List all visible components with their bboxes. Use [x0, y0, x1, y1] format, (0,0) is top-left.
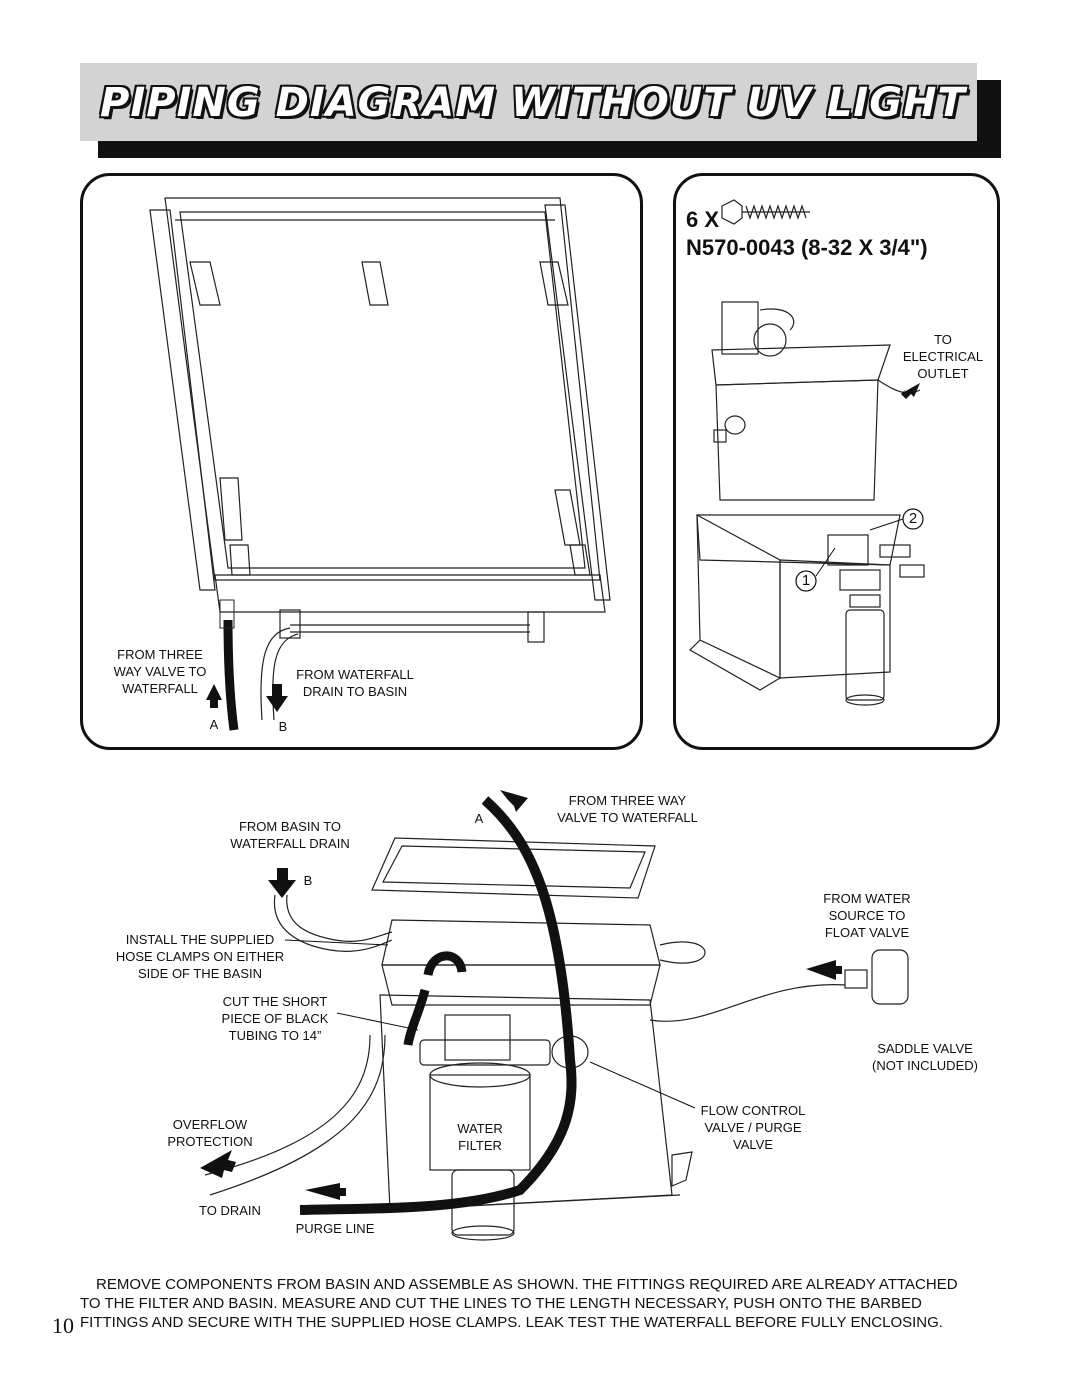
label-to-electrical-outlet: TO ELECTRICAL OUTLET — [902, 332, 984, 381]
label-from-water-source: FROM WATER SOURCE TO FLOAT VALVE — [823, 891, 911, 940]
label-from-basin: FROM BASIN TO WATERFALL DRAIN — [230, 819, 350, 851]
callout-1-circle — [795, 570, 817, 592]
label-main-a: A — [474, 811, 484, 826]
arrow-overflow — [200, 1150, 236, 1178]
label-saddle-valve: SADDLE VALVE (NOT INCLUDED) — [872, 1041, 978, 1073]
instructions-text: REMOVE COMPONENTS FROM BASIN AND ASSEMBL… — [80, 1276, 958, 1331]
basin-panel — [673, 173, 1000, 750]
arrow-up-a — [206, 684, 222, 708]
arrow-water-source — [806, 960, 842, 980]
arrow-tube-a — [500, 790, 528, 812]
label-overflow: OVERFLOW PROTECTION — [167, 1117, 253, 1149]
black-tube-short — [403, 951, 467, 1046]
label-cut-tubing: CUT THE SHORT PIECE OF BLACK TUBING TO 1… — [221, 994, 329, 1043]
callout-1: 1 — [801, 572, 811, 589]
label-water-filter: WATER FILTER — [457, 1121, 503, 1153]
label-from-waterfall: FROM WATERFALL DRAIN TO BASIN — [296, 667, 414, 699]
arrow-purge — [305, 1183, 346, 1200]
black-tube-a — [299, 796, 577, 1215]
hose-b — [260, 627, 291, 721]
label-hose-clamps: INSTALL THE SUPPLIED HOSE CLAMPS ON EITH… — [115, 932, 285, 981]
label-hose-b: B — [278, 719, 288, 734]
title-banner — [80, 63, 977, 141]
callout-2: 2 — [908, 510, 918, 527]
arrow-from-basin — [268, 868, 296, 898]
page-number: 10 — [52, 1313, 74, 1338]
hose-a — [223, 619, 239, 731]
label-from-three-way-valve: FROM THREE WAY VALVE TO WATERFALL — [113, 647, 207, 696]
waterfall-frame-drawing — [149, 197, 611, 643]
arrow-down-b — [266, 684, 288, 712]
arrow-to-outlet — [901, 383, 920, 399]
page-title: PIPING DIAGRAM WITHOUT UV LIGHT — [100, 80, 966, 126]
hardware-part-number: N570-0043 (8-32 X 3/4") — [686, 235, 928, 260]
label-main-b: B — [303, 873, 313, 888]
screw-icon — [721, 199, 810, 225]
basin-drawing — [689, 301, 925, 706]
label-to-drain: TO DRAIN — [199, 1203, 261, 1218]
label-purge-line: PURGE LINE — [295, 1221, 375, 1236]
label-hose-a: A — [209, 717, 219, 732]
label-flow-control: FLOW CONTROL VALVE / PURGE VALVE — [700, 1103, 806, 1152]
label-from-three-way-main: FROM THREE WAY VALVE TO WATERFALL — [557, 793, 698, 825]
hardware-quantity: 6 X — [686, 207, 720, 232]
